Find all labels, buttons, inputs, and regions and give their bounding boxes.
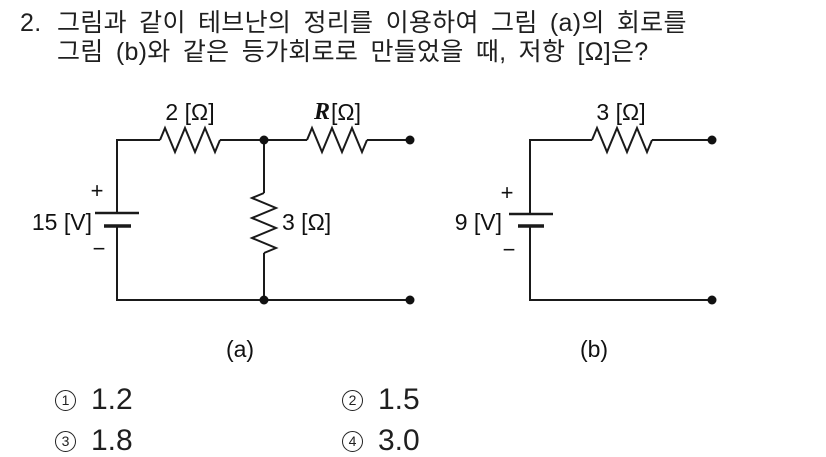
question-number: 2. — [20, 9, 42, 37]
node-dot-a-top-middle — [259, 135, 269, 145]
node-dot-a-bottom-middle — [259, 295, 269, 305]
resistor-b-3ohm — [591, 125, 653, 155]
question-line-2: 그림 (b)와 같은 등가회로로 만들었을 때, 저항 [Ω]은? — [57, 38, 649, 66]
label-b-source-voltage: 9 [V] — [455, 209, 502, 235]
label-a-plus-sign: + — [91, 178, 104, 203]
resistor-a-R — [306, 125, 368, 155]
choice-2-value: 1.5 — [378, 383, 420, 416]
node-dot-b-terminal-bottom — [707, 295, 717, 305]
wire-b-left-top — [529, 139, 592, 214]
question-block: 2. 그림과 같이 테브난의 정리를 이용하여 그림 (a)의 회로를 그림 (… — [20, 9, 687, 67]
battery-a-symbol — [95, 211, 139, 228]
label-a-unknown-resistor-symbol: R — [313, 99, 330, 125]
label-a-minus-sign: − — [93, 236, 106, 261]
label-a-series-resistor: 2 [Ω] — [165, 99, 214, 125]
answer-choice-2[interactable]: 2 1.5 — [342, 385, 420, 415]
battery-b-symbol — [509, 212, 553, 228]
caption-figure-b: (b) — [580, 336, 608, 362]
label-b-plus-sign: + — [501, 180, 514, 205]
wire-a-bottom — [116, 226, 410, 301]
choice-1-number-icon: 1 — [55, 389, 76, 411]
node-dot-a-terminal-top — [405, 135, 415, 145]
answer-choice-1[interactable]: 1 1.2 — [55, 385, 133, 415]
circuit-b: 3 [Ω] 9 [V] + − (b) — [455, 99, 717, 362]
label-a-source-voltage: 15 [V] — [32, 209, 92, 235]
label-a-shunt-resistor: 3 [Ω] — [282, 209, 331, 235]
choice-4-number-icon: 4 — [342, 430, 363, 452]
node-dot-a-terminal-bottom — [405, 295, 415, 305]
choice-3-value: 1.8 — [91, 424, 133, 457]
label-b-series-resistor: 3 [Ω] — [596, 99, 645, 125]
question-line-1: 그림과 같이 테브난의 정리를 이용하여 그림 (a)의 회로를 — [57, 9, 687, 37]
caption-figure-a: (a) — [226, 336, 254, 362]
answer-choice-3[interactable]: 3 1.8 — [55, 426, 133, 456]
node-dot-b-terminal-top — [707, 135, 717, 145]
wire-b-bottom — [529, 226, 712, 301]
choice-2-number-icon: 2 — [342, 389, 363, 411]
resistor-a-2ohm — [159, 125, 221, 155]
resistor-a-3ohm — [249, 192, 279, 254]
choice-4-value: 3.0 — [378, 424, 420, 457]
answer-choice-4[interactable]: 4 3.0 — [342, 426, 420, 456]
label-a-unknown-resistor-unit: [Ω] — [331, 99, 361, 125]
choice-3-number-icon: 3 — [55, 430, 76, 452]
wire-a-left-top — [116, 139, 160, 213]
label-b-minus-sign: − — [503, 237, 516, 262]
choice-1-value: 1.2 — [91, 383, 133, 416]
question-body: 그림과 같이 테브난의 정리를 이용하여 그림 (a)의 회로를 그림 (b)와… — [57, 9, 687, 67]
circuit-a: 2 [Ω] R [Ω] 3 [Ω] 15 [V] + − (a) — [32, 99, 415, 362]
